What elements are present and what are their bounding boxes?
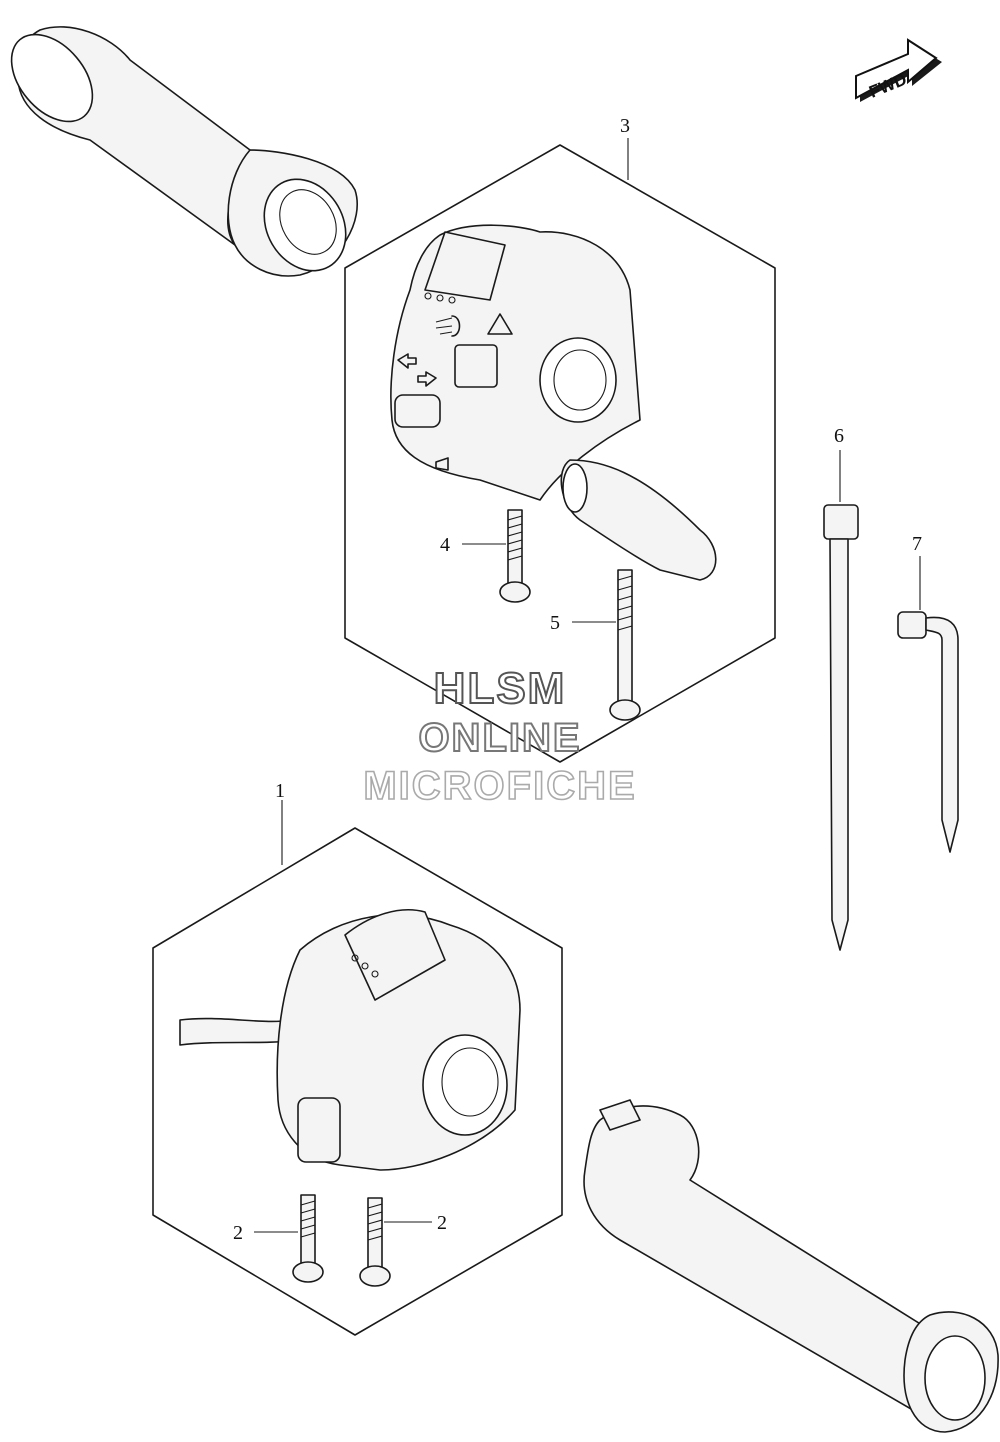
watermark-line-3: MICROFICHE <box>363 763 637 809</box>
headlight-icon <box>435 315 461 337</box>
screw-2-right <box>359 1197 391 1287</box>
callout-5: 5 <box>550 612 560 634</box>
callout-7: 7 <box>912 533 922 555</box>
screw-2-left <box>292 1194 324 1283</box>
right-handlebar-grip <box>583 1099 999 1433</box>
right-handlebar-switch <box>390 224 717 581</box>
part-1-group-outline <box>152 827 563 1336</box>
watermark-line-1: HLSM <box>433 663 567 714</box>
watermark-line-2: ONLINE <box>417 715 582 761</box>
horn-icon <box>435 457 449 471</box>
cable-tie-6 <box>823 450 859 951</box>
part-3-group-outline <box>344 144 776 763</box>
callout-2a: 2 <box>233 1222 243 1244</box>
clamp-7 <box>897 556 959 853</box>
callout-6: 6 <box>834 425 844 447</box>
left-handlebar-switch <box>179 908 521 1171</box>
callout-1: 1 <box>275 780 285 802</box>
hazard-icon <box>487 313 513 335</box>
callout-2b: 2 <box>437 1212 447 1234</box>
turn-signal-icon <box>397 353 437 387</box>
fwd-arrow-icon: FWD <box>855 38 942 102</box>
callout-3: 3 <box>620 115 630 137</box>
screw-4 <box>499 509 531 603</box>
left-handlebar-grip <box>10 26 358 277</box>
screw-5 <box>609 569 641 721</box>
callout-4: 4 <box>440 534 450 556</box>
